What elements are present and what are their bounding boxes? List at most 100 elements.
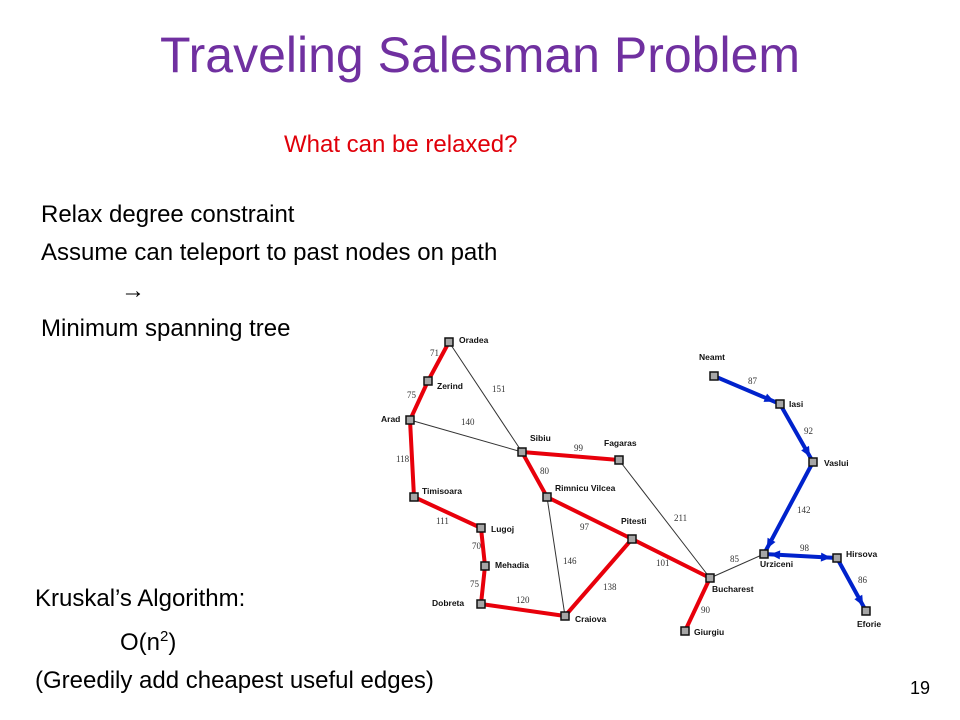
edge-lugoj-mehadia xyxy=(479,526,487,568)
complexity-close: ) xyxy=(168,629,177,656)
city-node-pitesti xyxy=(627,534,637,544)
arrowhead-hirsova-eforie xyxy=(854,594,864,606)
city-label-bucharest: Bucharest xyxy=(712,584,754,594)
weight-arad-sibiu: 140 xyxy=(461,417,475,427)
edge-bucharest-urziceni xyxy=(709,553,765,579)
city-node-iasi xyxy=(775,399,785,409)
weight-timisoara-lugoj: 111 xyxy=(436,516,449,526)
city-label-fagaras: Fagaras xyxy=(604,438,637,448)
implies-arrow-icon: → xyxy=(121,277,145,304)
arrowhead-iasi-vaslui xyxy=(801,445,811,457)
weight-vaslui-urziceni: 142 xyxy=(797,505,811,515)
city-node-neamt xyxy=(709,371,719,381)
edge-craiova-pitesti xyxy=(563,537,634,618)
kruskal-description: (Greedily add cheapest useful edges) xyxy=(35,667,434,694)
complexity-base: O(n xyxy=(120,629,161,656)
weight-dobreta-craiova: 120 xyxy=(516,595,530,605)
weight-oradea-zerind: 71 xyxy=(430,348,439,358)
edge-arad-timisoara xyxy=(408,418,416,499)
city-node-rimnicu xyxy=(542,492,552,502)
city-label-vaslui: Vaslui xyxy=(824,458,849,468)
edge-vaslui-urziceni xyxy=(762,460,815,556)
city-label-neamt: Neamt xyxy=(699,352,725,362)
edge-timisoara-lugoj xyxy=(412,495,483,530)
city-label-hirsova: Hirsova xyxy=(846,549,877,559)
weight-fagaras-bucharest: 211 xyxy=(674,513,687,523)
weight-neamt-iasi: 87 xyxy=(748,376,758,386)
city-label-eforie: Eforie xyxy=(857,619,881,629)
city-node-zerind xyxy=(423,376,433,386)
arrowhead-vaslui-urziceni xyxy=(766,537,776,549)
city-node-oradea xyxy=(444,337,454,347)
weight-oradea-sibiu: 151 xyxy=(492,384,506,394)
weight-lugoj-mehadia: 70 xyxy=(472,541,482,551)
weight-pitesti-bucharest: 101 xyxy=(656,558,670,568)
weight-rimnicu-pitesti: 97 xyxy=(580,522,590,532)
edge-oradea-zerind xyxy=(426,340,451,383)
city-node-mehadia xyxy=(480,561,490,571)
bullet-relax-degree: Relax degree constraint xyxy=(41,201,295,228)
city-label-oradea: Oradea xyxy=(459,335,489,345)
city-label-lugoj: Lugoj xyxy=(491,524,514,534)
weight-bucharest-urziceni: 85 xyxy=(730,554,740,564)
relaxation-list: Relax degree constraint Assume can telep… xyxy=(41,196,497,348)
weight-sibiu-rimnicu: 80 xyxy=(540,466,550,476)
edge-rimnicu-craiova xyxy=(546,496,566,617)
edge-pitesti-bucharest xyxy=(630,537,712,580)
edge-labels-layer: 7175118111707512013899809710190879214298… xyxy=(396,348,868,615)
city-node-bucharest xyxy=(705,573,715,583)
city-node-arad xyxy=(405,415,415,425)
kruskal-complexity: O(n2) xyxy=(35,618,434,662)
city-label-timisoara: Timisoara xyxy=(422,486,462,496)
city-node-hirsova xyxy=(832,553,842,563)
edges-layer xyxy=(408,340,868,633)
city-label-rimnicu: Rimnicu Vilcea xyxy=(555,483,616,493)
edge-bucharest-giurgiu xyxy=(683,576,712,633)
arrowhead-hirsova-urziceni xyxy=(769,550,781,560)
arrowhead-urziceni-hirsova xyxy=(820,552,832,562)
weight-bucharest-giurgiu: 90 xyxy=(701,605,711,615)
weight-rimnicu-craiova: 146 xyxy=(563,556,577,566)
city-labels-layer: OradeaZerindAradTimisoaraLugojMehadiaDob… xyxy=(381,335,881,637)
bullet-mst: Minimum spanning tree xyxy=(41,315,291,342)
city-label-mehadia: Mehadia xyxy=(495,560,529,570)
slide-title: Traveling Salesman Problem xyxy=(159,27,801,83)
city-label-sibiu: Sibiu xyxy=(530,433,551,443)
city-label-dobreta: Dobreta xyxy=(432,598,464,608)
edge-dobreta-craiova xyxy=(479,602,567,618)
weight-urziceni-hirsova: 98 xyxy=(800,543,810,553)
edge-mehadia-dobreta xyxy=(479,564,487,606)
page-number: 19 xyxy=(910,678,931,698)
weight-hirsova-eforie: 86 xyxy=(858,575,868,585)
edge-rimnicu-pitesti xyxy=(545,495,634,541)
city-label-iasi: Iasi xyxy=(789,399,803,409)
complexity-exponent: 2 xyxy=(160,628,169,645)
kruskal-block: Kruskal’s Algorithm: O(n2) (Greedily add… xyxy=(35,580,434,700)
edge-zerind-arad xyxy=(408,379,430,422)
weight-arad-timisoara: 118 xyxy=(396,454,410,464)
city-node-dobreta xyxy=(476,599,486,609)
city-node-giurgiu xyxy=(680,626,690,636)
city-node-fagaras xyxy=(614,455,624,465)
weight-craiova-pitesti: 138 xyxy=(603,582,617,592)
weight-sibiu-fagaras: 99 xyxy=(574,443,584,453)
city-label-craiova: Craiova xyxy=(575,614,606,624)
edge-oradea-sibiu xyxy=(448,341,523,453)
edge-sibiu-fagaras xyxy=(520,450,621,462)
city-label-arad: Arad xyxy=(381,414,400,424)
edge-fagaras-bucharest xyxy=(618,459,711,579)
city-node-craiova xyxy=(560,611,570,621)
edge-arad-sibiu xyxy=(409,419,523,453)
city-label-urziceni: Urziceni xyxy=(760,559,793,569)
city-label-giurgiu: Giurgiu xyxy=(694,627,724,637)
relax-question: What can be relaxed? xyxy=(284,131,518,158)
city-node-urziceni xyxy=(759,549,769,559)
nodes-layer xyxy=(405,337,871,636)
city-node-eforie xyxy=(861,606,871,616)
city-node-timisoara xyxy=(409,492,419,502)
bullet-teleport: Assume can teleport to past nodes on pat… xyxy=(41,239,498,266)
weight-zerind-arad: 75 xyxy=(407,390,417,400)
arrowhead-neamt-iasi xyxy=(763,393,775,402)
city-node-lugoj xyxy=(476,523,486,533)
